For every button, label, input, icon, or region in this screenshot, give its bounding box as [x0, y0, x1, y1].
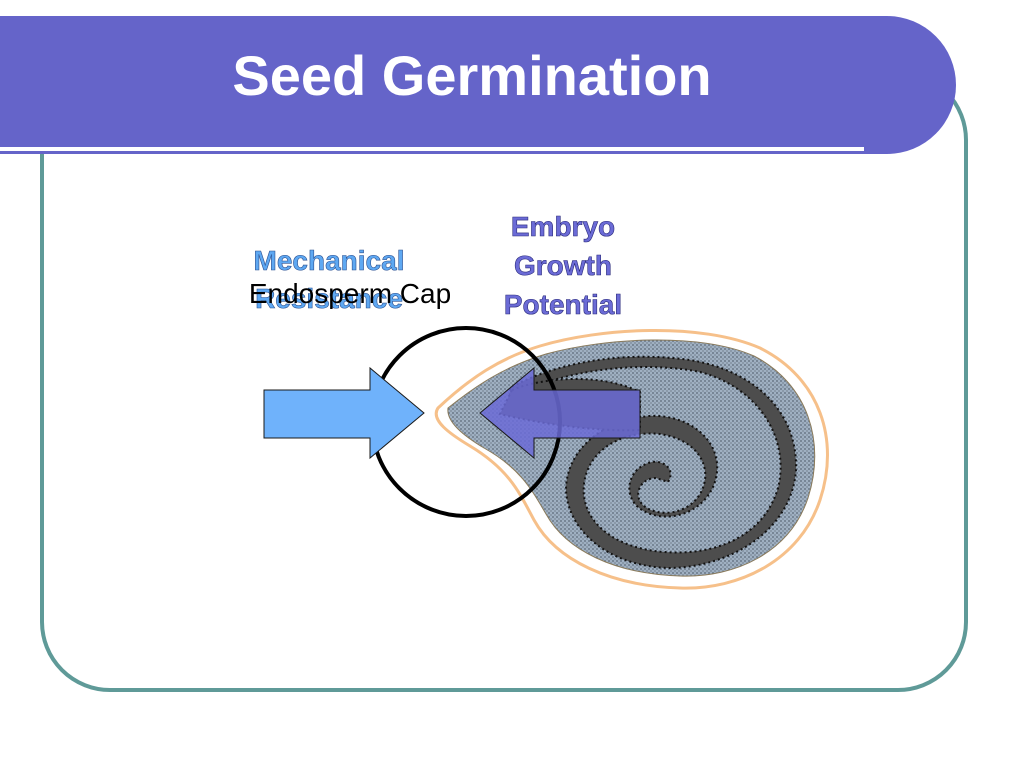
embryo-growth-label-line3: Potential: [504, 289, 622, 320]
embryo-growth-arrow: [479, 366, 641, 460]
embryo-growth-label-line1: Embryo: [511, 211, 615, 242]
seed-coat-outline: [434, 329, 829, 590]
title-underline: [0, 147, 864, 151]
seed-body: [447, 339, 816, 577]
endosperm-cap-label: Endosperm Cap: [249, 278, 451, 309]
embryo-spiral: [509, 355, 798, 570]
mechanical-resistance-label-line1: Mechanical: [254, 245, 405, 276]
title-bar: [0, 16, 956, 154]
embryo-growth-label-line2: Growth: [514, 250, 612, 281]
mechanical-resistance-arrow: [263, 366, 425, 460]
slide-title: Seed Germination: [232, 44, 712, 107]
mechanical-resistance-label-line2: Resistance: [255, 283, 403, 314]
